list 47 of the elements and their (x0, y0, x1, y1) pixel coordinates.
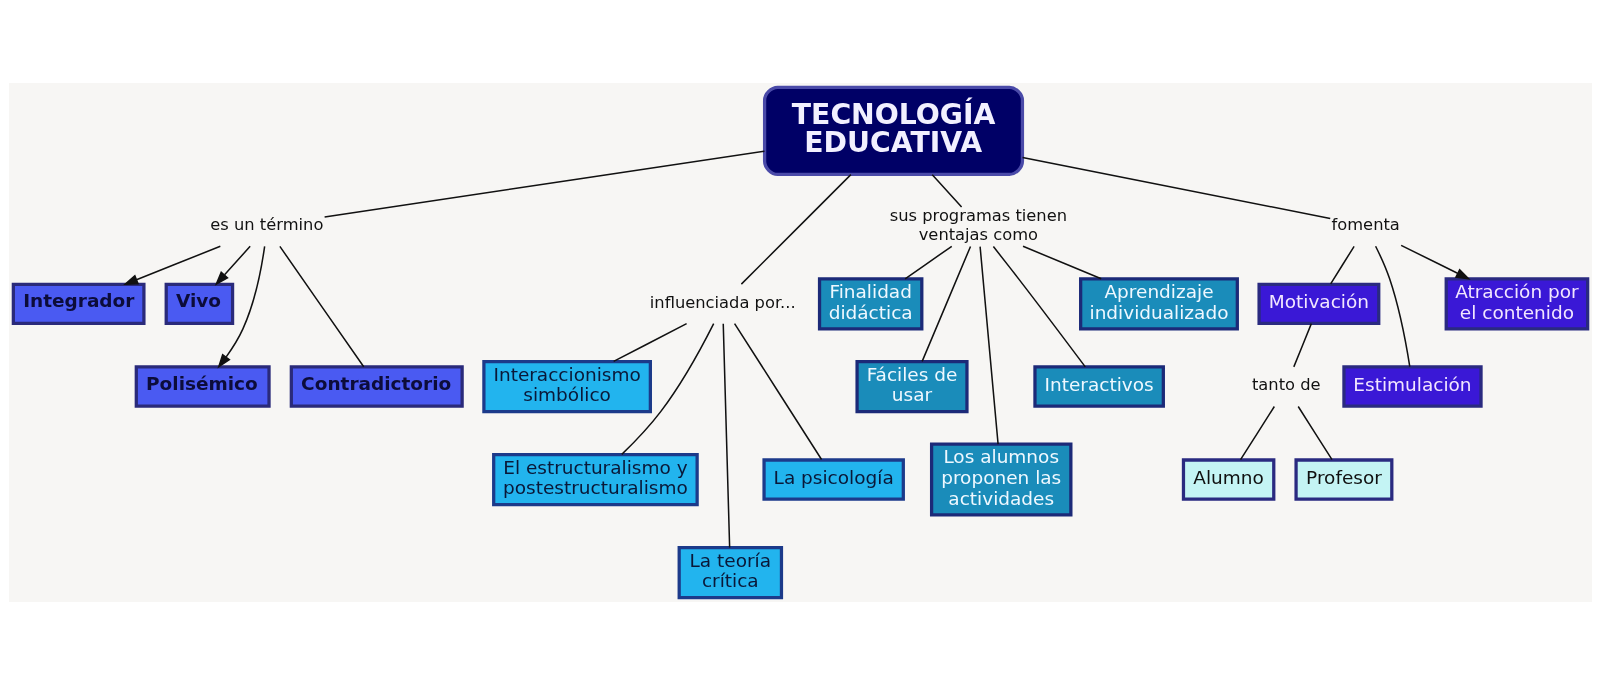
connector (1329, 245, 1355, 285)
connector (920, 245, 971, 363)
node-box: Motivación (1256, 282, 1380, 326)
connector (992, 245, 1086, 368)
node-text: es un término (209, 215, 323, 235)
connector (620, 322, 714, 456)
node-box: Polisémico (134, 365, 271, 408)
connector (1296, 405, 1333, 461)
arrow (122, 245, 221, 286)
connector (722, 322, 730, 549)
node-box: Fáciles de usar (854, 359, 969, 414)
arrow (1399, 244, 1471, 280)
node-text: sus programas tienen ventajas como (889, 206, 1067, 244)
connector (1292, 322, 1312, 368)
node-box: Finalidad didáctica (817, 277, 923, 331)
node-box: Alumno (1181, 458, 1275, 501)
node-box: Atracción por el contenido (1444, 277, 1589, 331)
connector (930, 173, 962, 208)
node-box: TECNOLOGÍA EDUCATIVA (762, 85, 1024, 177)
arrow (214, 245, 251, 286)
node-text: influenciada por... (649, 292, 796, 312)
node-box: Contradictorio (289, 365, 464, 408)
node-box: Interaccionismo simbólico (481, 359, 652, 414)
node-box: La psicología (761, 458, 905, 501)
node-box: Aprendizaje individualizado (1078, 277, 1239, 331)
connector (323, 150, 765, 218)
connector (1021, 156, 1331, 220)
connector (978, 245, 999, 445)
node-text: fomenta (1331, 215, 1400, 235)
connector (612, 322, 687, 363)
node-box: Los alumnos proponen las actividades (929, 442, 1072, 517)
node-box: El estructuralismo y postestructuralismo (491, 452, 699, 507)
node-box: Interactivos (1032, 365, 1165, 408)
connector (1021, 245, 1102, 280)
connector (903, 245, 952, 280)
node-box: Estimulación (1341, 365, 1483, 408)
node-box: Integrador (11, 282, 146, 326)
connector (1239, 405, 1275, 461)
node-box: La teoría crítica (677, 545, 783, 600)
connector (733, 322, 822, 461)
connector (278, 245, 364, 368)
node-box: Profesor (1293, 458, 1393, 501)
connector (1374, 245, 1411, 368)
connector (740, 173, 852, 285)
arrow (216, 245, 265, 369)
node-text: tanto de (1251, 375, 1321, 395)
node-box: Vivo (164, 282, 234, 326)
